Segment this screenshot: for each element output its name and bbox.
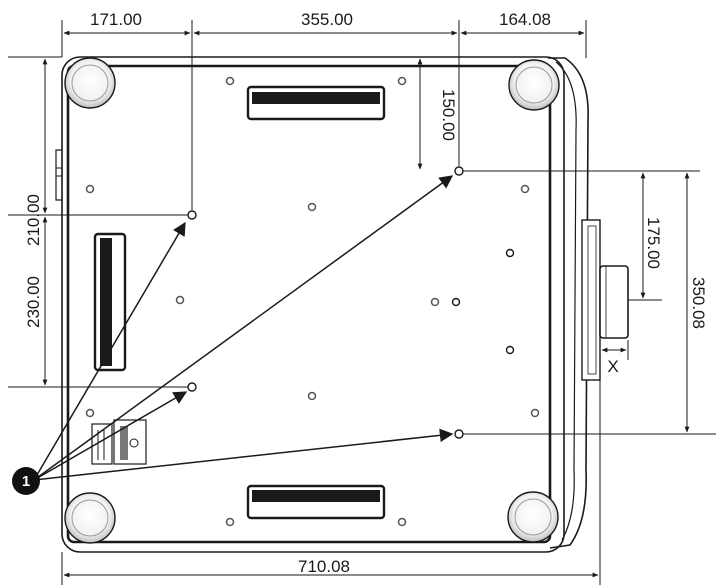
vent-bottom (246, 484, 386, 520)
dim-right-middle: 175.00 (644, 217, 663, 269)
screw (307, 391, 317, 401)
screw (430, 297, 440, 307)
dim-bottom-width: 710.08 (298, 557, 350, 576)
screw (225, 76, 235, 86)
mount-hole (187, 382, 197, 392)
mount-hole (454, 166, 464, 176)
rubber-feet (64, 57, 560, 544)
dim-left-upper: 210.00 (24, 194, 43, 246)
screw (175, 295, 185, 305)
vent-slots (93, 85, 386, 520)
aux-hole (451, 297, 461, 307)
dim-top-middle: 355.00 (301, 10, 353, 29)
vent-left (93, 232, 127, 372)
screw (85, 408, 95, 418)
screw (85, 184, 95, 194)
foot-bottom-right (507, 491, 559, 543)
foot-top-left (64, 57, 116, 109)
projector-body (55, 56, 589, 553)
screw (225, 517, 235, 527)
dim-top-left: 171.00 (90, 10, 142, 29)
foot-bottom-left (64, 492, 116, 544)
lens-housing (581, 219, 629, 381)
screw (397, 76, 407, 86)
screw (520, 184, 530, 194)
dim-left-lower: 230.00 (24, 276, 43, 328)
foot-top-right (508, 59, 560, 111)
vent-top (246, 85, 386, 121)
dimension-labels: 171.00 355.00 164.08 150.00 210.00 230.0… (24, 10, 708, 576)
screws (85, 76, 540, 527)
dim-right-outer: 350.08 (689, 277, 708, 329)
screw (530, 408, 540, 418)
aux-hole (505, 248, 515, 258)
mount-hole (187, 210, 197, 220)
dim-lens-offset: X (607, 357, 618, 376)
dimension-lines (8, 20, 716, 585)
screw (307, 202, 317, 212)
mount-hole (454, 429, 464, 439)
callout-leaders (33, 175, 454, 481)
dim-right-upper-vertical: 150.00 (439, 89, 458, 141)
screw (397, 517, 407, 527)
dim-top-right: 164.08 (499, 10, 551, 29)
callout-number: 1 (22, 473, 30, 490)
callout-badge: 1 (12, 467, 40, 495)
aux-hole (505, 345, 515, 355)
